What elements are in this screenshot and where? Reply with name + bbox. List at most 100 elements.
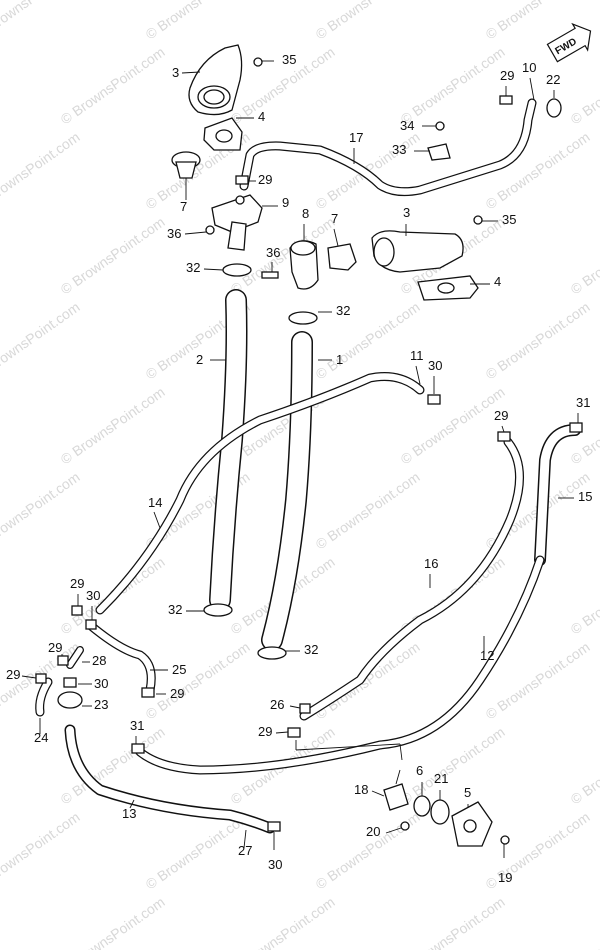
clamp-29c [497, 431, 511, 442]
callout-25: 25 [150, 662, 186, 677]
callout-31: 31 [130, 718, 144, 744]
clamp-31b [131, 743, 145, 754]
callout-number: 35 [502, 212, 516, 227]
callout-23: 23 [82, 697, 108, 712]
callout-number: 14 [148, 495, 162, 510]
clamp-30c [63, 677, 77, 688]
callout-number: 24 [34, 730, 48, 745]
cover-9 [211, 194, 263, 233]
hose-1 [261, 331, 313, 651]
clamp-29g [35, 673, 47, 684]
watermark-text: © BrownsPoint.com [313, 639, 423, 723]
watermark-text: © BrownsPoint.com [568, 724, 600, 808]
callout-number: 32 [336, 303, 350, 318]
bolt-36a [205, 225, 215, 235]
callout-29: 29 [70, 576, 84, 606]
watermark-text: © BrownsPoint.com [398, 894, 508, 950]
callout-number: 11 [410, 348, 424, 363]
callout-33: 33 [392, 142, 430, 157]
bolt-20 [400, 821, 410, 831]
hose-14 [95, 372, 425, 615]
watermark-text: © BrownsPoint.com [0, 0, 83, 42]
callout-number: 32 [186, 260, 200, 275]
clamp-30b [85, 619, 97, 630]
clamp-32c [203, 603, 233, 617]
callout-number: 29 [6, 667, 20, 682]
clamp-29e [57, 655, 69, 666]
callout-14: 14 [148, 495, 162, 529]
callout-number: 3 [403, 205, 410, 220]
callout-number: 20 [366, 824, 380, 839]
callout-2: 2 [196, 352, 226, 367]
watermark-text: © BrownsPoint.com [0, 299, 83, 383]
callout-number: 32 [168, 602, 182, 617]
watermark-text: © BrownsPoint.com [313, 469, 423, 553]
callout-1: 1 [318, 352, 343, 367]
fwd-direction-badge: FWD [546, 22, 592, 63]
watermark-text: © BrownsPoint.com [58, 214, 168, 298]
callout-number: 10 [522, 60, 536, 75]
callout-32: 32 [168, 602, 204, 617]
callout-number: 13 [122, 806, 136, 821]
callout-number: 17 [349, 130, 363, 145]
callout-30: 30 [268, 832, 282, 872]
callout-number: 5 [464, 785, 471, 800]
callout-3: 3 [403, 205, 410, 236]
callout-number: 31 [576, 395, 590, 410]
watermark-text: © BrownsPoint.com [58, 894, 168, 950]
callout-leader [181, 71, 201, 74]
callout-32: 32 [186, 260, 224, 275]
callout-31: 31 [576, 395, 590, 423]
callout-12: 12 [480, 636, 494, 663]
callout-29: 29 [248, 172, 272, 187]
callout-number: 32 [304, 642, 318, 657]
callout-32: 32 [318, 303, 350, 318]
callout-30: 30 [86, 588, 100, 620]
callout-3: 3 [172, 65, 201, 80]
callout-17: 17 [349, 130, 363, 164]
callout-number: 27 [238, 843, 252, 858]
callout-number: 22 [546, 72, 560, 87]
callout-4: 4 [470, 274, 501, 289]
callout-leader [415, 365, 421, 385]
watermark-text: © BrownsPoint.com [0, 129, 83, 213]
hose-16 [299, 437, 524, 721]
watermark-text: © BrownsPoint.com [313, 809, 423, 893]
watermark-text: © BrownsPoint.com [398, 44, 508, 128]
callout-leader [153, 511, 161, 529]
callout-leader [371, 790, 385, 797]
fitting-18 [383, 783, 409, 811]
callout-35: 35 [262, 52, 296, 67]
bolt-19 [500, 835, 510, 845]
callout-28: 28 [82, 653, 106, 668]
callout-number: 15 [578, 489, 592, 504]
callout-number: 30 [86, 588, 100, 603]
clamp-26 [299, 703, 311, 714]
callout-number: 7 [180, 199, 187, 214]
watermark-text: © BrownsPoint.com [313, 299, 423, 383]
callout-number: 29 [70, 576, 84, 591]
clamp-32b [288, 311, 318, 325]
callout-29: 29 [494, 408, 508, 433]
watermark-text: © BrownsPoint.com [143, 639, 253, 723]
watermark-text: © BrownsPoint.com [568, 554, 600, 638]
hoses [35, 98, 581, 834]
callout-9: 9 [262, 195, 289, 210]
bolt-36b [261, 271, 279, 279]
watermark-text: © BrownsPoint.com [58, 44, 168, 128]
callout-number: 8 [302, 206, 309, 221]
callout-number: 4 [494, 274, 501, 289]
callout-30: 30 [428, 358, 442, 394]
callout-16: 16 [424, 556, 438, 588]
callout-6: 6 [416, 763, 423, 796]
callout-29: 29 [500, 68, 514, 96]
clamp-31a [569, 422, 583, 433]
callout-5: 5 [464, 785, 471, 808]
hose-24 [35, 677, 53, 717]
watermark-text: © BrownsPoint.com [568, 894, 600, 950]
callout-leader [275, 731, 289, 734]
hose-17 [239, 98, 537, 197]
callout-19: 19 [498, 844, 512, 885]
hose-2 [209, 289, 248, 611]
